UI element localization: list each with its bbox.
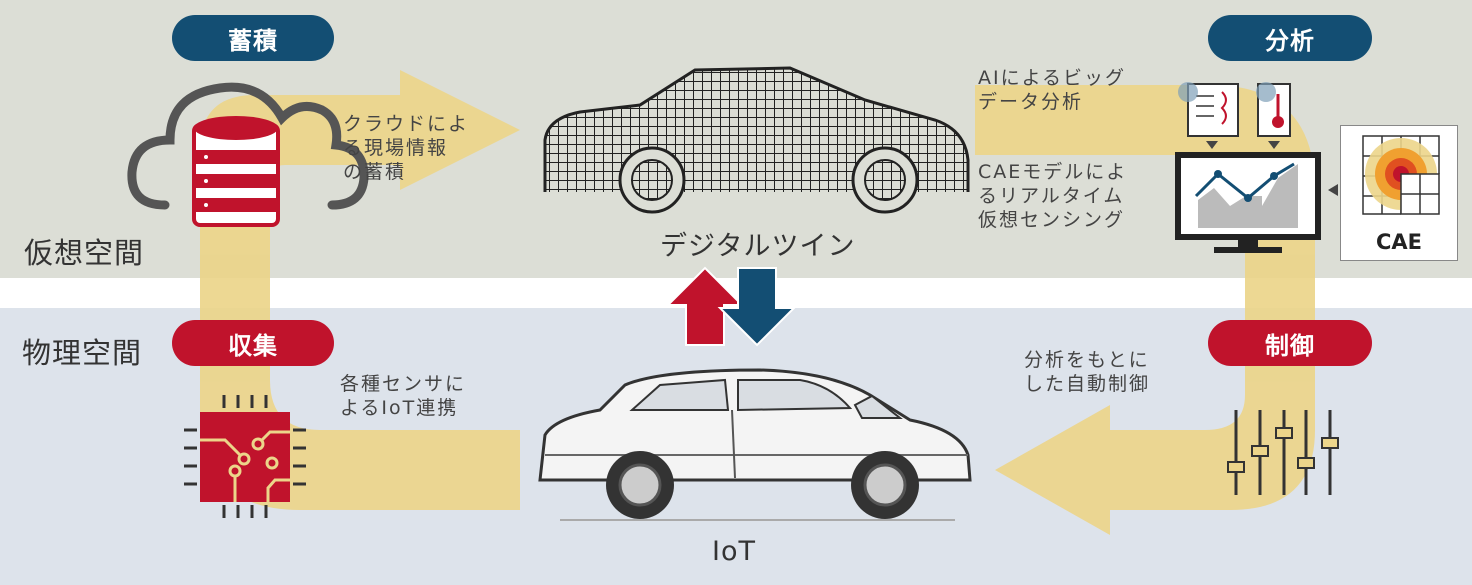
sensors-caption-line: 各種センサに xyxy=(340,373,467,395)
cae-panel: CAE xyxy=(1340,125,1458,261)
stage-control-badge: 制御 xyxy=(1208,320,1372,366)
cloud-caption-line: る現場情報 xyxy=(343,137,449,159)
control-caption-line: 分析をもとに xyxy=(1024,349,1150,371)
physical-space-label: 物理空間 xyxy=(22,336,143,370)
bigdata-caption: AIによるビッグ データ分析 xyxy=(978,66,1126,114)
cloud-caption: クラウドによ る現場情報 の蓄積 xyxy=(343,112,469,184)
cae-model-caption-line: CAEモデルによ xyxy=(978,161,1128,183)
control-caption: 分析をもとに した自動制御 xyxy=(1024,348,1150,396)
virtual-space-label: 仮想空間 xyxy=(24,236,145,270)
thermometer-icon xyxy=(1256,82,1291,137)
cloud-caption-line: クラウドによ xyxy=(343,113,470,135)
control-caption-line: した自動制御 xyxy=(1024,373,1151,395)
bigdata-caption-line: データ分析 xyxy=(978,91,1084,113)
data-sheet-icon xyxy=(1178,82,1239,137)
monitor-chart-icon xyxy=(1175,152,1321,253)
sensors-caption-line: よるIoT連携 xyxy=(340,397,459,419)
cae-model-caption-line: るリアルタイム xyxy=(978,185,1125,207)
stage-accumulate-badge: 蓄積 xyxy=(172,15,334,61)
stage-collect-badge: 収集 xyxy=(172,320,334,366)
down-arrow xyxy=(717,267,797,347)
digital-twin-label: デジタルツイン xyxy=(660,231,856,262)
sensors-caption: 各種センサに よるIoT連携 xyxy=(340,372,466,420)
stage-analyze-badge: 分析 xyxy=(1208,15,1372,61)
cloud-caption-line: の蓄積 xyxy=(343,161,407,183)
cae-label: CAE xyxy=(1375,230,1422,254)
cae-heatmap-icon xyxy=(1362,135,1441,216)
arrow-to-analysis xyxy=(975,85,1315,330)
cae-model-caption-line: 仮想センシング xyxy=(978,209,1126,231)
bigdata-caption-line: AIによるビッグ xyxy=(978,67,1127,89)
cae-model-caption: CAEモデルによ るリアルタイム 仮想センシング xyxy=(978,160,1127,232)
up-arrow xyxy=(665,266,745,346)
iot-label: IoT xyxy=(712,536,756,567)
